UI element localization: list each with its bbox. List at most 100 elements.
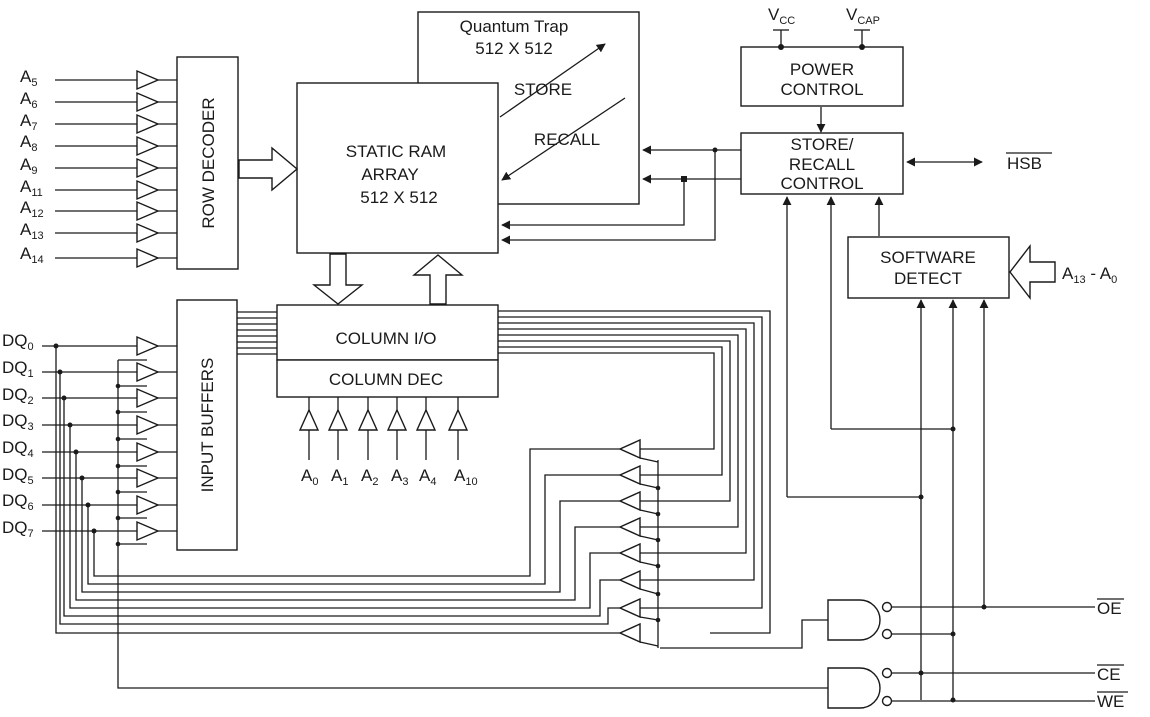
dq-pin-label: DQ5	[2, 465, 34, 487]
input-buffer	[136, 335, 160, 357]
output-buffer	[618, 490, 641, 512]
write-enable-gate	[117, 360, 1095, 709]
column-address-label: A2	[361, 466, 378, 488]
input-buffer	[136, 91, 160, 113]
oe-pin-label: OE	[1097, 599, 1122, 618]
dq-pin-label: DQ4	[2, 438, 34, 460]
row-address-label: A7	[20, 111, 37, 133]
store-arrow	[499, 43, 606, 118]
output-buffer	[618, 542, 641, 564]
input-buffer	[136, 135, 160, 157]
column-address-label: A4	[419, 466, 436, 488]
output-enable-gate	[660, 599, 1095, 649]
input-buffer	[136, 69, 160, 91]
address-range-label: A13 - A0	[1062, 264, 1117, 286]
column-to-array-arrow	[412, 254, 464, 305]
dq-pin-label: DQ2	[2, 385, 34, 407]
store-label: STORE	[514, 80, 572, 99]
column-io-block: COLUMN I/O	[276, 304, 499, 361]
row-address-label: A6	[20, 89, 37, 111]
power-wiring	[773, 29, 870, 133]
row-address-label: A12	[20, 198, 44, 220]
dq-pin-label: DQ6	[2, 491, 34, 513]
row-decoder-block: ROW DECODER	[176, 56, 239, 270]
input-buffer	[136, 467, 160, 489]
sram-title: STATIC RAM	[346, 142, 446, 161]
dq-pin-label: DQ3	[2, 411, 34, 433]
input-buffer	[136, 179, 160, 201]
output-buffer	[618, 622, 641, 644]
store-recall-line3: CONTROL	[780, 174, 863, 193]
input-buffer	[136, 520, 160, 542]
row-address-label: A5	[20, 67, 37, 89]
oe-pin: OE	[1097, 598, 1124, 618]
dq-labels: DQ0 DQ1 DQ2 DQ3 DQ4 DQ5 DQ6 DQ7	[2, 331, 34, 540]
input-buffer	[136, 361, 160, 383]
input-buffer	[136, 414, 160, 436]
output-return-bus	[55, 346, 620, 634]
input-buffer	[327, 408, 349, 431]
input-buffer	[136, 441, 160, 463]
input-buffer	[136, 200, 160, 222]
column-address-label: A10	[454, 466, 478, 488]
vcap-pin-label: VCAP	[846, 5, 880, 27]
input-buffer	[415, 408, 437, 431]
sram-subtitle: ARRAY	[361, 165, 418, 184]
row-to-array-arrow	[238, 146, 299, 192]
column-address-label: A1	[331, 466, 348, 488]
store-recall-line2: RECALL	[789, 155, 855, 174]
input-buffer	[136, 222, 160, 244]
output-buffer	[618, 569, 641, 591]
row-address-label: A9	[20, 155, 37, 177]
column-io-bus	[237, 310, 771, 634]
recall-arrow	[501, 97, 626, 181]
input-buffer	[298, 408, 320, 431]
input-buffer	[386, 408, 408, 431]
power-control-block: POWER CONTROL	[740, 46, 904, 107]
input-buffers-block: INPUT BUFFERS	[176, 299, 238, 551]
column-address-inputs	[298, 397, 469, 460]
control-buses	[787, 299, 989, 703]
input-buffer	[136, 494, 160, 516]
row-address-labels: A5 A6 A7 A8 A9 A11 A12 A13 A14	[20, 67, 44, 266]
dq-pin-label: DQ0	[2, 331, 34, 353]
quantum-trap-title: Quantum Trap	[460, 17, 569, 36]
ce-pin: CE	[1097, 664, 1124, 684]
dq-pin-label: DQ7	[2, 518, 34, 540]
input-buffer	[136, 247, 160, 269]
input-buffer	[136, 157, 160, 179]
row-address-inputs	[55, 69, 177, 269]
output-buffer	[618, 597, 641, 619]
we-pin: WE	[1097, 691, 1128, 711]
column-address-label: A3	[391, 466, 408, 488]
input-buffers-label: INPUT BUFFERS	[198, 358, 217, 493]
row-address-label: A13	[20, 220, 44, 242]
recall-label: RECALL	[534, 130, 600, 149]
hsb-pin: HSB	[1006, 152, 1052, 173]
dq-pin-label: DQ1	[2, 358, 34, 380]
row-address-label: A14	[20, 244, 44, 266]
column-dec-block: COLUMN DEC	[276, 359, 499, 398]
software-detect-block: SOFTWARE DETECT	[847, 236, 1010, 299]
quantum-trap-size: 512 X 512	[475, 39, 553, 58]
dq-inputs	[42, 335, 177, 547]
input-buffer	[136, 113, 160, 135]
software-detect-title: SOFTWARE	[880, 248, 976, 267]
address-input-arrow	[1009, 243, 1056, 301]
static-ram-array-block: STATIC RAM ARRAY 512 X 512	[296, 82, 499, 254]
hsb-pin-label: HSB	[1007, 154, 1042, 173]
input-buffer	[357, 408, 379, 431]
power-control-title: POWER	[790, 60, 854, 79]
sram-size: 512 X 512	[360, 188, 438, 207]
row-address-label: A8	[20, 132, 37, 154]
row-address-label: A11	[20, 177, 43, 199]
ce-pin-label: CE	[1097, 665, 1121, 684]
output-buffer	[618, 516, 641, 538]
power-control-subtitle: CONTROL	[780, 80, 863, 99]
column-dec-label: COLUMN DEC	[329, 370, 443, 389]
we-pin-label: WE	[1097, 692, 1124, 711]
store-recall-line1: STORE/	[791, 135, 854, 154]
row-decoder-label: ROW DECODER	[199, 97, 218, 228]
output-buffer	[618, 464, 641, 486]
